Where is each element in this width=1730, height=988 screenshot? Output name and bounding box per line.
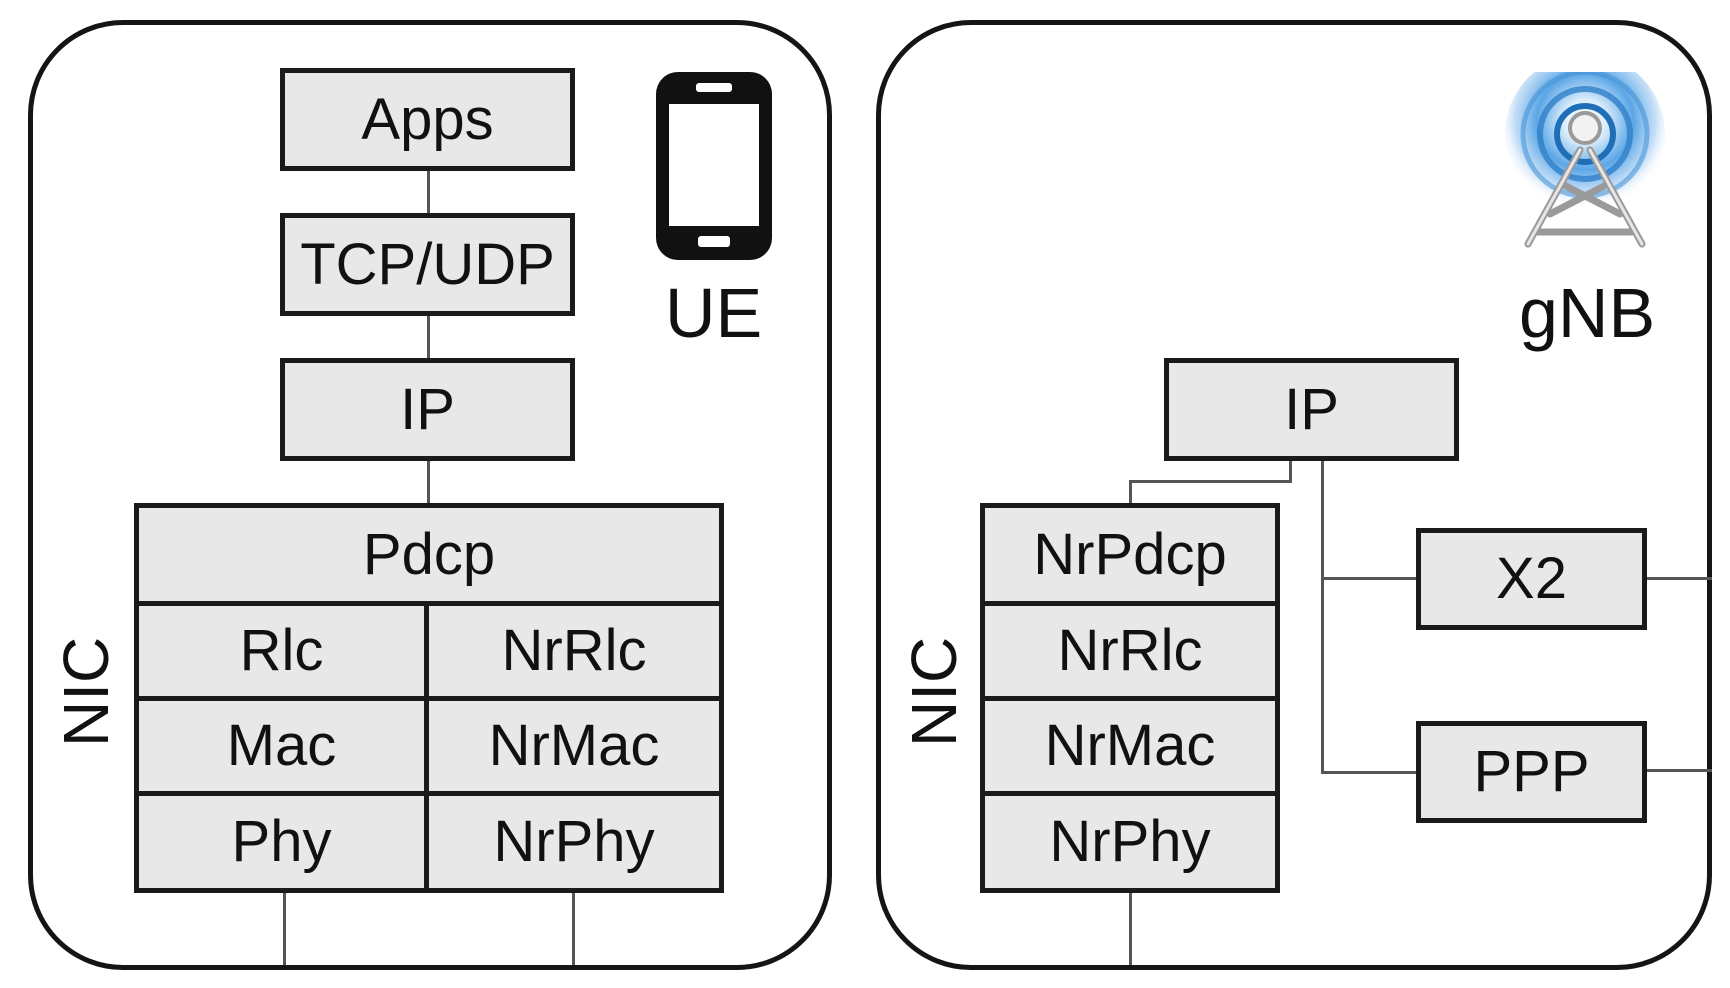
gnb-nrmac-box: NrMac — [980, 696, 1280, 796]
gnb-nrrlc-box: NrRlc — [980, 601, 1280, 701]
gnb-link-nrpdcp-up — [1129, 480, 1132, 507]
gnb-link-ip-down — [1289, 458, 1292, 482]
ue-tcp-udp-box: TCP/UDP — [280, 213, 575, 316]
ue-link-ip-pdcp — [427, 458, 430, 506]
gnb-link-ppp-out — [1644, 769, 1712, 772]
gnb-nrphy-box: NrPhy — [980, 791, 1280, 893]
gnb-link-ip-horizontal — [1129, 480, 1292, 483]
cell-tower-icon — [1505, 72, 1665, 248]
ue-title: UE — [665, 274, 763, 352]
gnb-ppp-box: PPP — [1416, 721, 1647, 823]
smartphone-icon — [656, 72, 772, 260]
gnb-link-x2 — [1321, 577, 1419, 580]
ue-nrrlc-box: NrRlc — [424, 601, 724, 701]
ue-rlc-box: Rlc — [134, 601, 429, 701]
ue-link-nrphy-bottom — [572, 893, 575, 965]
gnb-title: gNB — [1519, 274, 1656, 352]
gnb-nic-label: NIC — [898, 636, 970, 747]
ue-link-tcp-ip — [427, 313, 430, 361]
gnb-link-x2-out — [1644, 577, 1712, 580]
ue-link-apps-tcp — [427, 168, 430, 216]
ue-ip-box: IP — [280, 358, 575, 461]
gnb-ip-box: IP — [1164, 358, 1459, 461]
ue-phy-box: Phy — [134, 791, 429, 893]
gnb-link-ppp — [1321, 771, 1419, 774]
ue-nrphy-box: NrPhy — [424, 791, 724, 893]
ue-mac-box: Mac — [134, 696, 429, 796]
gnb-link-nrphy-bottom — [1129, 893, 1132, 965]
gnb-nrpdcp-box: NrPdcp — [980, 503, 1280, 606]
ue-link-phy-bottom — [283, 893, 286, 965]
ue-apps-box: Apps — [280, 68, 575, 171]
gnb-link-ip-trunk — [1321, 458, 1324, 774]
ue-pdcp-box: Pdcp — [134, 503, 724, 606]
ue-nrmac-box: NrMac — [424, 696, 724, 796]
ue-nic-label: NIC — [50, 636, 122, 747]
gnb-x2-box: X2 — [1416, 528, 1647, 630]
